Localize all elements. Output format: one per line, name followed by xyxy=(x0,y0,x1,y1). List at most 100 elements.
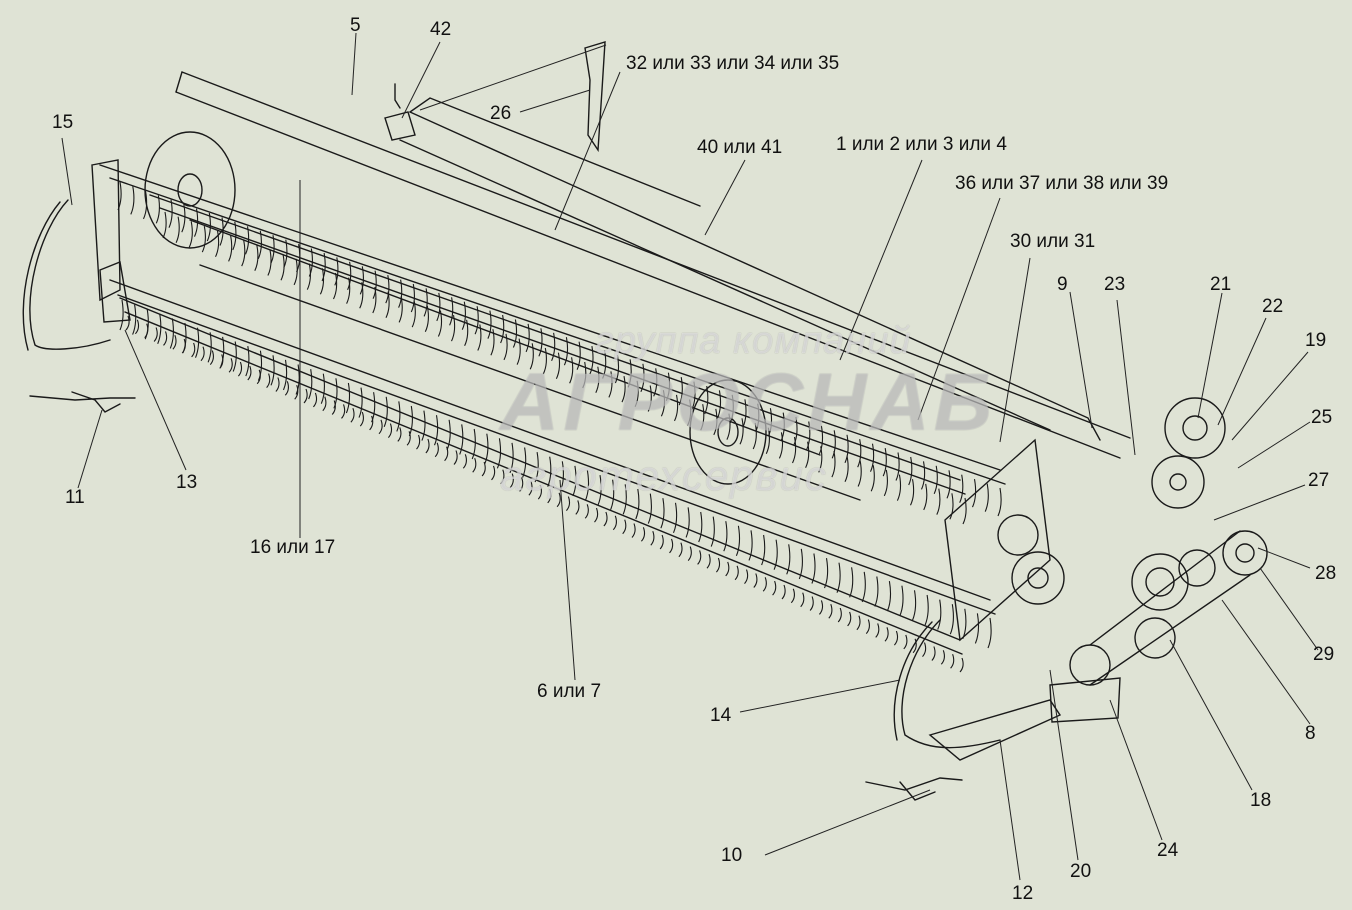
cutter-teeth-tine xyxy=(537,484,542,500)
callout-5: 5 xyxy=(350,15,361,36)
cutter-teeth-tine xyxy=(715,557,721,573)
leader-5 xyxy=(351,32,357,96)
tine-row-3-tine xyxy=(245,346,250,377)
callout-19: 19 xyxy=(1305,330,1327,351)
cutter-teeth-tine xyxy=(247,365,252,381)
tine-row-3-tine xyxy=(798,548,803,580)
part-42-hook xyxy=(394,83,401,109)
tine-row-3-tine xyxy=(207,332,212,363)
callout-26: 26 xyxy=(490,103,512,124)
cutter-teeth-tine xyxy=(603,511,608,527)
pulley-18 xyxy=(1134,617,1176,659)
tine-row-2-tine xyxy=(424,305,429,333)
cutter-teeth-tine xyxy=(565,496,571,511)
callout-28: 28 xyxy=(1315,563,1337,584)
tine-row-2-tine xyxy=(162,211,167,239)
cutter-teeth-tine xyxy=(350,408,355,423)
tine-row-2-tine xyxy=(477,324,482,351)
part-26-blade xyxy=(584,41,606,153)
gearbox-24 xyxy=(1049,677,1121,723)
callout-30-31: 30 или 31 xyxy=(1010,231,1096,252)
tine-row-1-tine xyxy=(831,430,836,459)
tine-row-1-tine xyxy=(857,439,862,468)
tine-row-3-tine xyxy=(421,410,426,441)
tine-row-2-tine xyxy=(411,300,416,328)
pulley-sprocket xyxy=(1131,553,1189,611)
tine-row-1-tine xyxy=(372,270,377,299)
tine-row-3-tine xyxy=(685,507,690,538)
tine-row-3-tine xyxy=(459,424,464,455)
callout-27: 27 xyxy=(1308,470,1330,491)
tine-row-2-tine xyxy=(621,375,626,403)
callout-8: 8 xyxy=(1305,723,1316,744)
cutter-teeth-tine xyxy=(809,596,814,611)
cutter-teeth-tine xyxy=(322,396,327,412)
tine-row-2-tine xyxy=(634,380,639,408)
tine-row-2-tine xyxy=(831,450,836,478)
cutter-teeth-tine xyxy=(922,642,927,657)
cutter-teeth-tine xyxy=(631,523,636,538)
tine-row-2-tine xyxy=(464,319,469,347)
cutter-teeth-tine xyxy=(284,381,289,396)
tine-row-3-tine xyxy=(333,378,338,409)
tine-row-2-tine xyxy=(437,310,443,337)
tine-row-2-tine xyxy=(647,385,652,412)
tine-row-2-tine xyxy=(398,296,403,323)
tine-row-2-tine xyxy=(451,314,456,342)
tine-row-3-tine xyxy=(937,599,942,630)
tine-row-2-tine xyxy=(555,352,561,379)
leader-36-39 xyxy=(917,197,1001,421)
tine-row-1-tine xyxy=(971,479,977,508)
cutter-teeth-tine xyxy=(640,527,646,542)
tine-row-1-tine xyxy=(908,456,913,486)
left-side-plate xyxy=(91,159,121,302)
cutter-teeth-tine xyxy=(706,554,711,569)
cutter-teeth-tine xyxy=(294,385,299,400)
cutter-teeth-tine xyxy=(406,431,411,446)
tine-row-2-tine xyxy=(306,263,311,290)
tine-row-2-tine xyxy=(778,432,784,459)
leader-21 xyxy=(1197,292,1223,419)
tine-row-3-tine xyxy=(358,387,363,418)
tine-row-3-tine xyxy=(446,419,451,451)
callout-21: 21 xyxy=(1210,274,1232,295)
right-side-plate xyxy=(944,438,1051,642)
tine-row-1-tine xyxy=(155,195,160,224)
cutter-teeth-tine xyxy=(209,350,214,365)
tine-row-1-tine xyxy=(461,301,466,330)
tine-row-3-tine xyxy=(270,355,275,386)
tine-row-1-tine xyxy=(997,487,1002,517)
cutter-teeth-tine xyxy=(237,361,243,377)
tine-row-2-tine xyxy=(752,422,757,450)
tine-row-1-tine xyxy=(538,328,543,357)
cutter-teeth-tine xyxy=(312,392,318,408)
tine-row-2-tine xyxy=(713,408,718,436)
cutter-teeth-tine xyxy=(818,600,824,615)
cutter-teeth-tine xyxy=(303,388,308,404)
tine-row-1-tine xyxy=(512,319,518,348)
cutter-teeth-tine xyxy=(341,404,346,419)
tine-row-3-tine xyxy=(635,488,640,520)
tine-row-2-tine xyxy=(844,455,849,483)
leader-1-4 xyxy=(839,159,923,361)
leader-22 xyxy=(1217,317,1267,426)
tine-row-2-tine xyxy=(188,221,193,248)
reel-tines xyxy=(117,181,1002,673)
tine-row-2-tine xyxy=(910,479,915,506)
tine-row-1-tine xyxy=(232,221,237,251)
cutter-teeth-tine xyxy=(462,454,467,469)
tine-row-2-tine xyxy=(936,488,941,515)
tine-row-3-tine xyxy=(735,525,741,557)
cutter-teeth-tine xyxy=(744,569,749,584)
leader-19 xyxy=(1231,351,1309,441)
header-frame xyxy=(22,41,1268,801)
tine-row-1-tine xyxy=(691,381,696,410)
cutter-teeth-tine xyxy=(481,461,486,477)
skid-shoe xyxy=(928,699,1062,761)
right-crop-divider xyxy=(901,619,1001,749)
cutter-teeth-tine xyxy=(734,565,739,581)
tine-row-2-tine xyxy=(241,239,246,267)
tine-row-2-tine xyxy=(739,418,744,445)
leader-23 xyxy=(1116,299,1136,456)
callout-13: 13 xyxy=(176,472,198,493)
